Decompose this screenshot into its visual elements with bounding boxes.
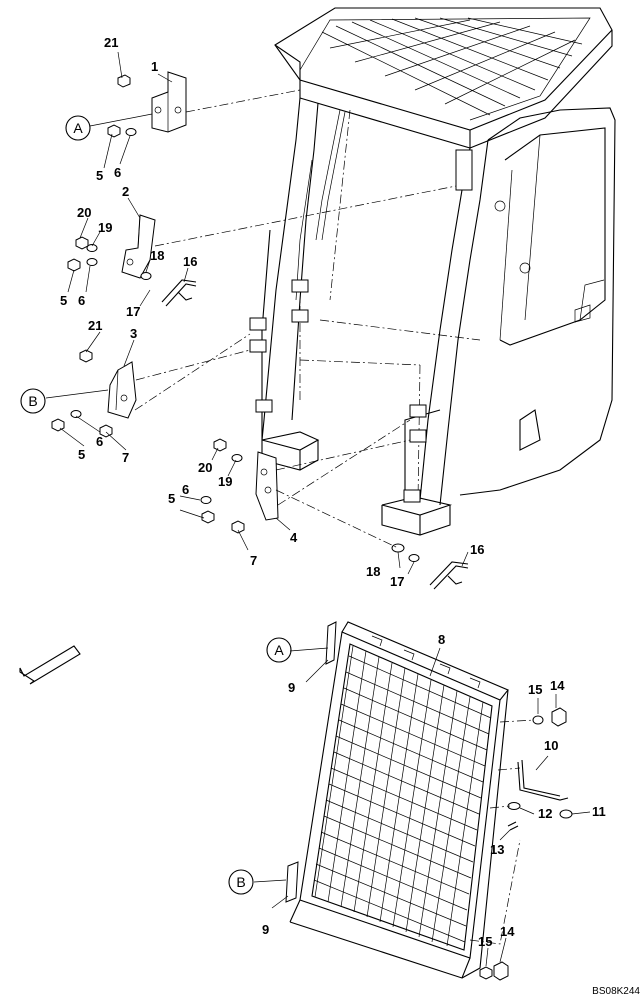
drawing-code: BS08K244 <box>592 986 640 997</box>
callout-18: 18 <box>150 248 164 263</box>
leaders-top <box>45 51 469 575</box>
svg-text:B: B <box>236 874 245 890</box>
bracket-4 <box>255 451 279 521</box>
callout-5: 5 <box>78 447 85 462</box>
callout-1: 1 <box>151 59 158 74</box>
cab-door <box>459 107 616 496</box>
alignment-lines-top <box>134 89 457 549</box>
bracket-1 <box>151 71 187 133</box>
callout-21: 21 <box>104 35 118 50</box>
alignment-lines-guard <box>469 719 535 945</box>
callout-13: 13 <box>490 842 504 857</box>
callout-6: 6 <box>182 482 189 497</box>
callout-16: 16 <box>470 542 484 557</box>
callout-18: 18 <box>366 564 380 579</box>
callout-7: 7 <box>250 553 257 568</box>
leaders-guard <box>253 647 591 967</box>
svg-text:A: A <box>274 642 284 658</box>
callout-15: 15 <box>478 934 492 949</box>
callout-20: 20 <box>77 205 91 220</box>
svg-text:A: A <box>73 120 83 136</box>
callout-6: 6 <box>96 434 103 449</box>
callout-9: 9 <box>262 922 269 937</box>
callout-15: 15 <box>528 682 542 697</box>
bracket-2 <box>121 214 156 279</box>
wiper-arm <box>315 109 346 241</box>
svg-text:B: B <box>28 393 37 409</box>
callout-17: 17 <box>126 304 140 319</box>
hinge-plate-9-lower <box>285 861 299 903</box>
pillar-mount-blocks <box>249 149 473 503</box>
callout-6: 6 <box>78 293 85 308</box>
guard-hardware <box>479 707 573 981</box>
ref-circle-b-guard: B <box>228 869 254 895</box>
callout-21: 21 <box>88 318 102 333</box>
callout-8: 8 <box>438 632 445 647</box>
callout-5: 5 <box>60 293 67 308</box>
callout-10: 10 <box>544 738 558 753</box>
hinge-plate-9-upper <box>325 621 337 665</box>
callout-7: 7 <box>122 450 129 465</box>
guard-mesh <box>313 645 492 947</box>
latch-pin-16-lower <box>429 561 469 590</box>
ref-circle-a-top: A <box>65 115 91 141</box>
fasteners-top <box>51 74 420 562</box>
ref-circle-b-top: B <box>20 388 46 414</box>
cab-roof <box>274 7 613 149</box>
bracket-3 <box>107 361 137 419</box>
callout-9: 9 <box>288 680 295 695</box>
callout-labels: 21 1 5 6 2 20 19 18 16 5 6 17 21 3 5 6 7… <box>60 35 606 949</box>
callout-3: 3 <box>130 326 137 341</box>
callout-11: 11 <box>592 804 606 819</box>
callout-16: 16 <box>183 254 197 269</box>
callout-4: 4 <box>290 530 298 545</box>
callout-6: 6 <box>114 165 121 180</box>
ref-circle-a-guard: A <box>266 637 292 663</box>
front-guard <box>285 621 509 979</box>
callout-19: 19 <box>98 220 112 235</box>
callout-5: 5 <box>168 491 175 506</box>
callout-14: 14 <box>550 678 565 693</box>
callout-12: 12 <box>538 806 552 821</box>
callout-5: 5 <box>96 168 103 183</box>
latch-pin-16-upper <box>161 279 197 307</box>
callout-17: 17 <box>390 574 404 589</box>
cab-assembly <box>249 7 616 536</box>
cab-hidden-lines <box>299 109 481 501</box>
callout-20: 20 <box>198 460 212 475</box>
callout-2: 2 <box>122 184 129 199</box>
callout-14: 14 <box>500 924 515 939</box>
arrow-down-left-icon <box>19 645 81 685</box>
callout-19: 19 <box>218 474 232 489</box>
